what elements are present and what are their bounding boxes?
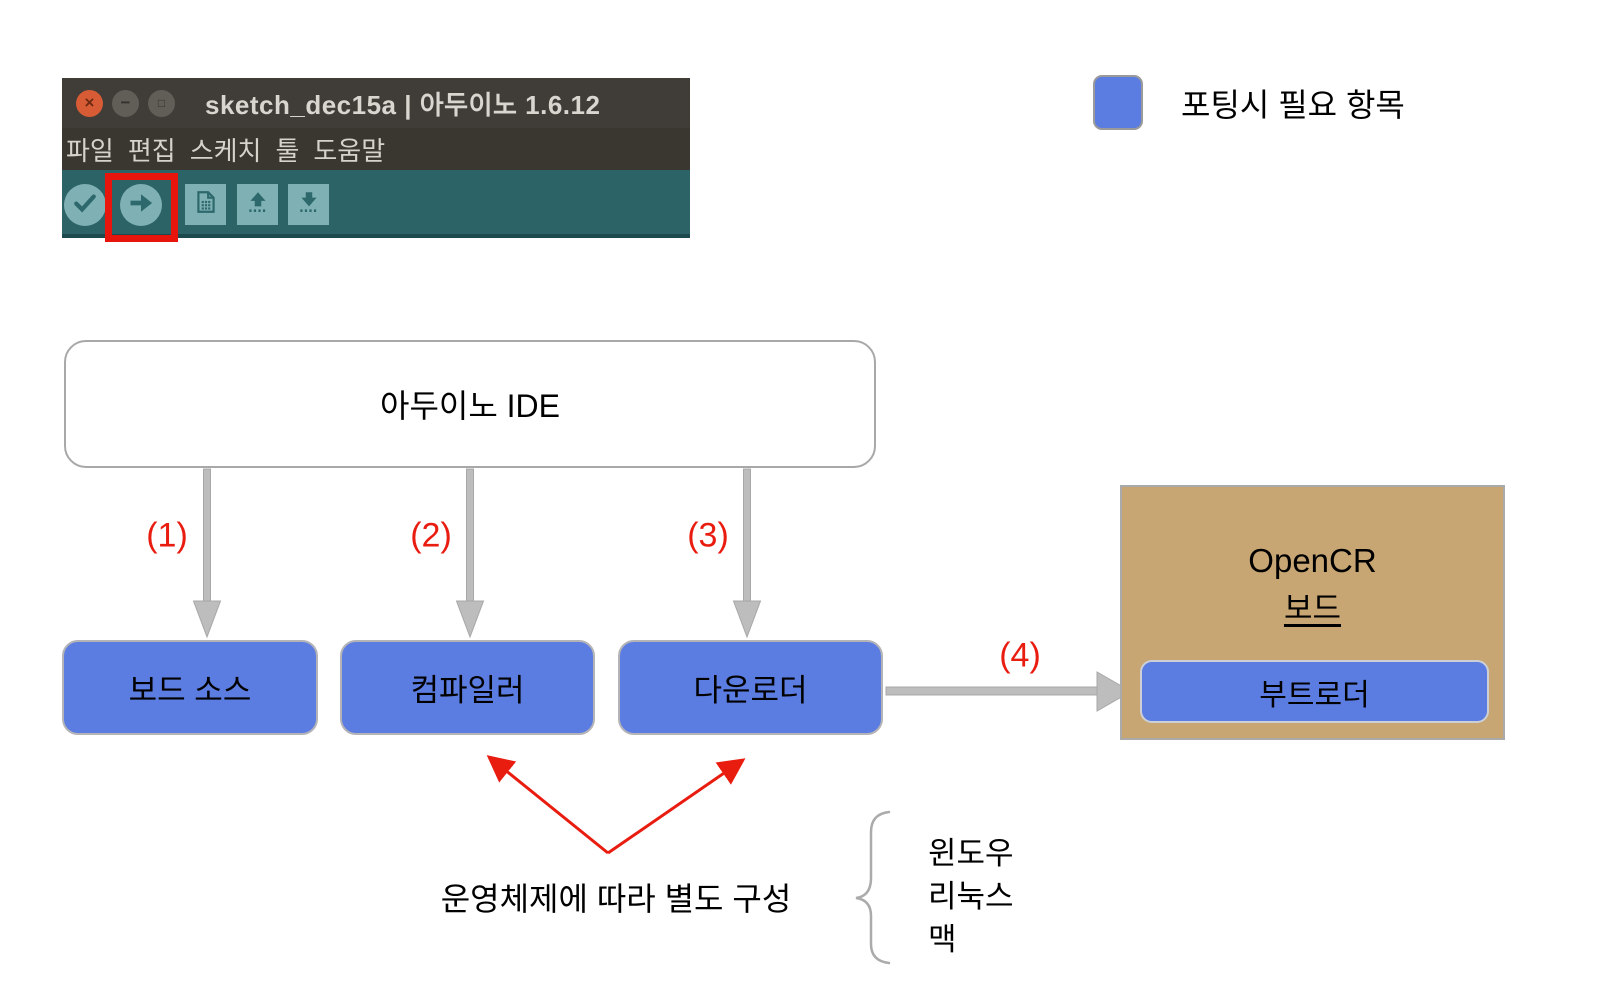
save-button[interactable] — [288, 184, 329, 225]
os-list-brace — [855, 810, 891, 965]
window-close-button[interactable]: × — [76, 89, 103, 117]
arrow-up-icon — [245, 189, 271, 220]
step-1-label: (1) — [146, 516, 188, 555]
arduino-ide-window: × − □ sketch_dec15a | 아두이노 1.6.12 파일 편집 … — [62, 78, 690, 242]
arrow-ide-to-board-source — [192, 468, 222, 639]
node-downloader: 다운로더 — [618, 640, 883, 735]
os-list: 윈도우 리눅스 맥 — [928, 832, 1014, 961]
node-bootloader-label: 부트로더 — [1259, 678, 1370, 712]
arrow-down-icon — [296, 189, 322, 220]
menu-bar: 파일 편집 스케치 툴 도움말 — [62, 128, 690, 170]
new-sketch-button[interactable] — [185, 184, 226, 225]
node-bootloader: 부트로더 — [1140, 660, 1489, 723]
menu-edit[interactable]: 편집 — [127, 135, 176, 166]
arrow-right-icon — [127, 189, 155, 222]
step-3-label: (3) — [687, 516, 729, 555]
os-note-text: 운영체제에 따라 별도 구성 — [440, 881, 792, 917]
window-maximize-button[interactable]: □ — [148, 89, 175, 117]
verify-button[interactable] — [64, 184, 106, 226]
node-compiler-label: 컴파일러 — [410, 673, 525, 708]
os-item-linux: 리눅스 — [928, 879, 1014, 914]
arrow-ide-to-compiler — [455, 468, 485, 639]
legend-label: 포팅시 필요 항목 — [1181, 86, 1405, 123]
step-4-label: (4) — [999, 636, 1041, 675]
legend: 포팅시 필요 항목 — [1093, 75, 1405, 130]
window-title: sketch_dec15a | 아두이노 1.6.12 — [205, 89, 601, 120]
arrow-os-note-to-compiler — [486, 755, 609, 855]
menu-file[interactable]: 파일 — [66, 135, 114, 166]
menu-tools[interactable]: 툴 — [275, 135, 300, 166]
upload-button[interactable] — [120, 184, 162, 226]
node-opencr-board: OpenCR 보드 부트로더 — [1120, 485, 1505, 740]
menu-sketch[interactable]: 스케치 — [189, 135, 262, 166]
node-arduino-ide-label: 아두이노 IDE — [380, 388, 560, 424]
arrow-downloader-to-bootloader — [885, 671, 1133, 712]
node-arduino-ide: 아두이노 IDE — [64, 340, 876, 468]
node-board-source-label: 보드 소스 — [128, 673, 252, 708]
legend-blue-swatch — [1093, 75, 1143, 130]
check-icon — [71, 189, 99, 222]
node-board-source: 보드 소스 — [62, 640, 318, 735]
node-downloader-label: 다운로더 — [693, 673, 808, 708]
toolbar — [62, 170, 690, 238]
os-item-mac: 맥 — [928, 922, 957, 957]
arrow-ide-to-downloader — [732, 468, 762, 639]
window-minimize-button[interactable]: − — [112, 89, 139, 117]
opencr-title: OpenCR — [1248, 542, 1377, 579]
menu-help[interactable]: 도움말 — [313, 135, 386, 166]
opencr-subtitle: 보드 — [1283, 591, 1342, 626]
window-titlebar: × − □ sketch_dec15a | 아두이노 1.6.12 — [62, 78, 690, 128]
document-icon — [193, 189, 219, 220]
upload-highlight-rectangle — [105, 173, 178, 242]
step-2-label: (2) — [410, 516, 452, 555]
os-item-windows: 윈도우 — [928, 836, 1014, 871]
open-button[interactable] — [237, 184, 278, 225]
node-compiler: 컴파일러 — [340, 640, 595, 735]
arrow-os-note-to-downloader — [607, 758, 746, 855]
